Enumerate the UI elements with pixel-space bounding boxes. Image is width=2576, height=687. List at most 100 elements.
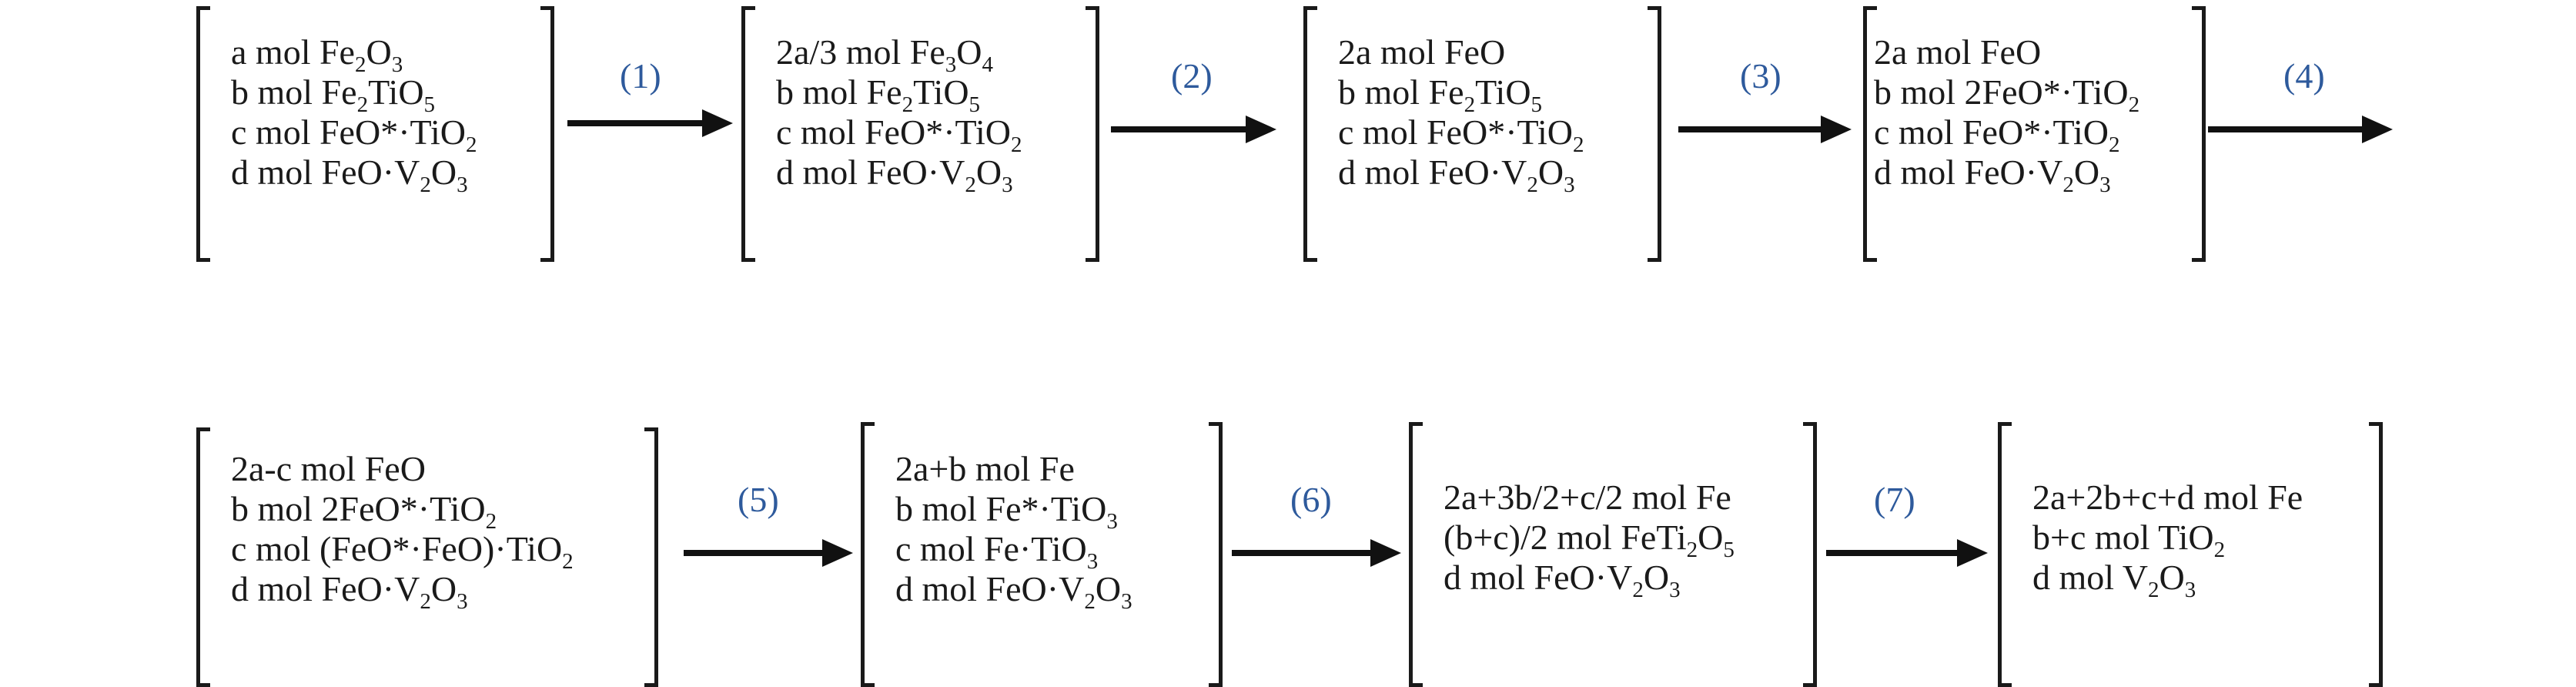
- subscript: 2: [1632, 578, 1644, 602]
- left-bracket: [1303, 6, 1317, 262]
- right-bracket: [1209, 422, 1223, 687]
- step-label-4: (4): [2283, 56, 2325, 96]
- formula-text: d mol V: [2032, 558, 2148, 597]
- subscript: 5: [1723, 538, 1735, 562]
- formula-text: O: [1698, 518, 1724, 557]
- formula-text: TiO: [1475, 72, 1531, 112]
- arrow-head-icon: [2362, 116, 2393, 143]
- subscript: 2: [1084, 589, 1096, 614]
- formula-text: d mol FeO·V: [895, 569, 1085, 608]
- species-line: d mol FeO·V2O3: [1444, 558, 1735, 602]
- formula-text: O: [1095, 569, 1122, 608]
- subscript: 3: [1669, 578, 1681, 602]
- formula-text: 2a mol FeO: [1874, 32, 2042, 72]
- arrow-shaft: [684, 550, 826, 556]
- species-line: a mol Fe2O3: [231, 32, 477, 76]
- formula-text: 2a/3 mol Fe: [776, 32, 945, 72]
- subscript: 2: [1011, 132, 1022, 157]
- species-line: c mol FeO*·TiO2: [776, 112, 1022, 156]
- formula-text: b mol Fe: [776, 72, 902, 112]
- subscript: 3: [2099, 173, 2111, 197]
- formula-text: O: [1643, 558, 1670, 597]
- right-bracket: [540, 6, 554, 262]
- formula-text: b mol 2FeO*·TiO: [231, 489, 486, 528]
- arrow-head-icon: [1821, 116, 1852, 143]
- formula-text: b mol Fe*·TiO: [895, 489, 1107, 528]
- arrow-head-icon: [822, 539, 853, 567]
- step-label-7: (7): [1874, 480, 1915, 519]
- right-bracket: [1648, 6, 1661, 262]
- species-line: b mol 2FeO*·TiO2: [1874, 72, 2139, 116]
- species-line: (b+c)/2 mol FeTi2O5: [1444, 518, 1735, 561]
- formula-text: c mol (FeO*·FeO)·TiO: [231, 529, 563, 568]
- subscript: 4: [982, 52, 994, 77]
- subscript: 2: [2213, 538, 2226, 562]
- right-bracket: [1803, 422, 1817, 687]
- formula-text: O: [2159, 558, 2185, 597]
- left-bracket: [196, 6, 210, 262]
- species-line: d mol FeO·V2O3: [231, 569, 574, 613]
- arrow-head-icon: [1246, 116, 1276, 143]
- right-bracket: [2369, 422, 2383, 687]
- formula-text: c mol Fe·TiO: [895, 529, 1087, 568]
- species-line: d mol FeO·V2O3: [895, 569, 1132, 613]
- subscript: 5: [1531, 92, 1543, 117]
- formula-text: O: [956, 32, 982, 72]
- reaction-arrow-3: (3): [1678, 46, 1855, 154]
- subscript: 3: [1121, 589, 1132, 614]
- subscript: 3: [391, 52, 403, 77]
- subscript: 2: [356, 92, 369, 117]
- left-bracket: [1409, 422, 1423, 687]
- species-line: d mol FeO·V2O3: [1874, 152, 2139, 196]
- species-line: d mol FeO·V2O3: [1338, 152, 1584, 196]
- species-line: 2a+3b/2+c/2 mol Fe: [1444, 478, 1735, 518]
- subscript: 2: [420, 173, 431, 197]
- subscript: 3: [457, 173, 468, 197]
- species-line: c mol (FeO*·FeO)·TiO2: [231, 529, 574, 573]
- species-line: 2a+2b+c+d mol Fe: [2032, 478, 2303, 518]
- arrow-shaft: [2208, 126, 2366, 132]
- species-line: 2a mol FeO: [1338, 32, 1584, 72]
- subscript: 3: [1086, 549, 1099, 574]
- subscript: 2: [1464, 92, 1476, 117]
- right-bracket: [2192, 6, 2206, 262]
- reaction-arrow-5: (5): [684, 470, 857, 578]
- arrow-head-icon: [702, 109, 733, 137]
- subscript: 2: [485, 509, 497, 534]
- arrow-head-icon: [1370, 539, 1401, 567]
- species-line: 2a-c mol FeO: [231, 449, 574, 489]
- subscript: 5: [969, 92, 981, 117]
- formula-text: TiO: [368, 72, 424, 112]
- arrow-shaft: [1111, 126, 1250, 132]
- species-line: d mol FeO·V2O3: [776, 152, 1022, 196]
- subscript: 3: [945, 52, 957, 77]
- formula-text: a mol Fe: [231, 32, 355, 72]
- reaction-arrow-2: (2): [1111, 46, 1284, 154]
- formula-text: d mol FeO·V: [231, 152, 420, 192]
- formula-text: c mol FeO*·TiO: [1874, 112, 2109, 152]
- species-line: d mol V2O3: [2032, 558, 2303, 602]
- subscript: 3: [1106, 509, 1118, 534]
- subscript: 2: [2128, 92, 2140, 117]
- formula-text: 2a+3b/2+c/2 mol Fe: [1444, 478, 1731, 517]
- left-bracket: [1998, 422, 2012, 687]
- step-label-3: (3): [1740, 56, 1781, 96]
- formula-text: O: [1537, 152, 1564, 192]
- species-line: d mol FeO·V2O3: [231, 152, 477, 196]
- species-line: c mol FeO*·TiO2: [231, 112, 477, 156]
- species-line: b mol 2FeO*·TiO2: [231, 489, 574, 533]
- formula-text: O: [2073, 152, 2100, 192]
- subscript: 3: [2184, 578, 2196, 602]
- formula-text: O: [975, 152, 1002, 192]
- formula-text: b mol 2FeO*·TiO: [1874, 72, 2129, 112]
- formula-text: d mol FeO·V: [1874, 152, 2063, 192]
- subscript: 2: [965, 173, 976, 197]
